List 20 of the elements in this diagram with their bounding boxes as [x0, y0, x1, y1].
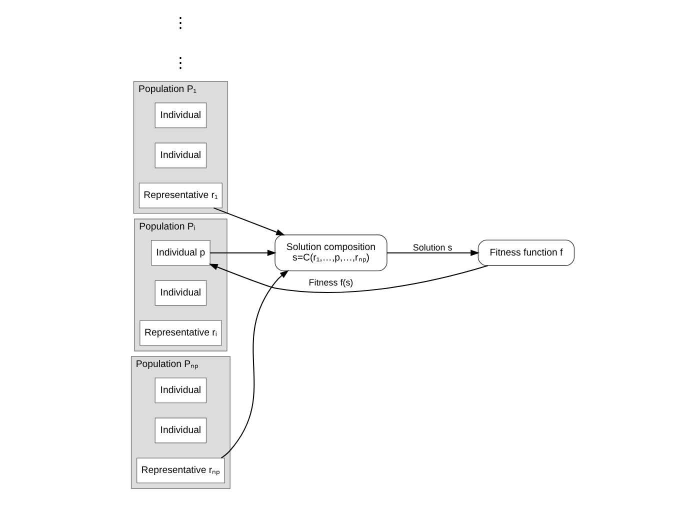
node-box: Individual	[154, 280, 206, 306]
label: ⋮	[172, 14, 188, 32]
arrow	[210, 250, 276, 256]
node-box: Individual p	[150, 240, 210, 266]
node-box: Individual	[154, 142, 206, 168]
node-box: Solution composition s=C(r₁,…,p,…,rₙₚ)	[274, 234, 387, 272]
node-box: Individual	[154, 418, 206, 444]
arrow	[220, 270, 288, 458]
node-box: Individual	[154, 378, 206, 404]
node-box: Representative rₙₚ	[136, 458, 224, 484]
edge-label: Fitness f(s)	[308, 278, 353, 288]
node-box: Fitness function f	[477, 240, 574, 266]
arrow	[386, 250, 480, 256]
arrow	[213, 207, 285, 236]
node-box: Representative r₁	[138, 182, 222, 208]
node-box: Representative rᵢ	[139, 320, 222, 346]
edge-label: Solution s	[412, 242, 452, 252]
arrow	[208, 264, 488, 293]
node-box: Individual	[154, 102, 206, 128]
label: ⋮	[172, 54, 188, 72]
